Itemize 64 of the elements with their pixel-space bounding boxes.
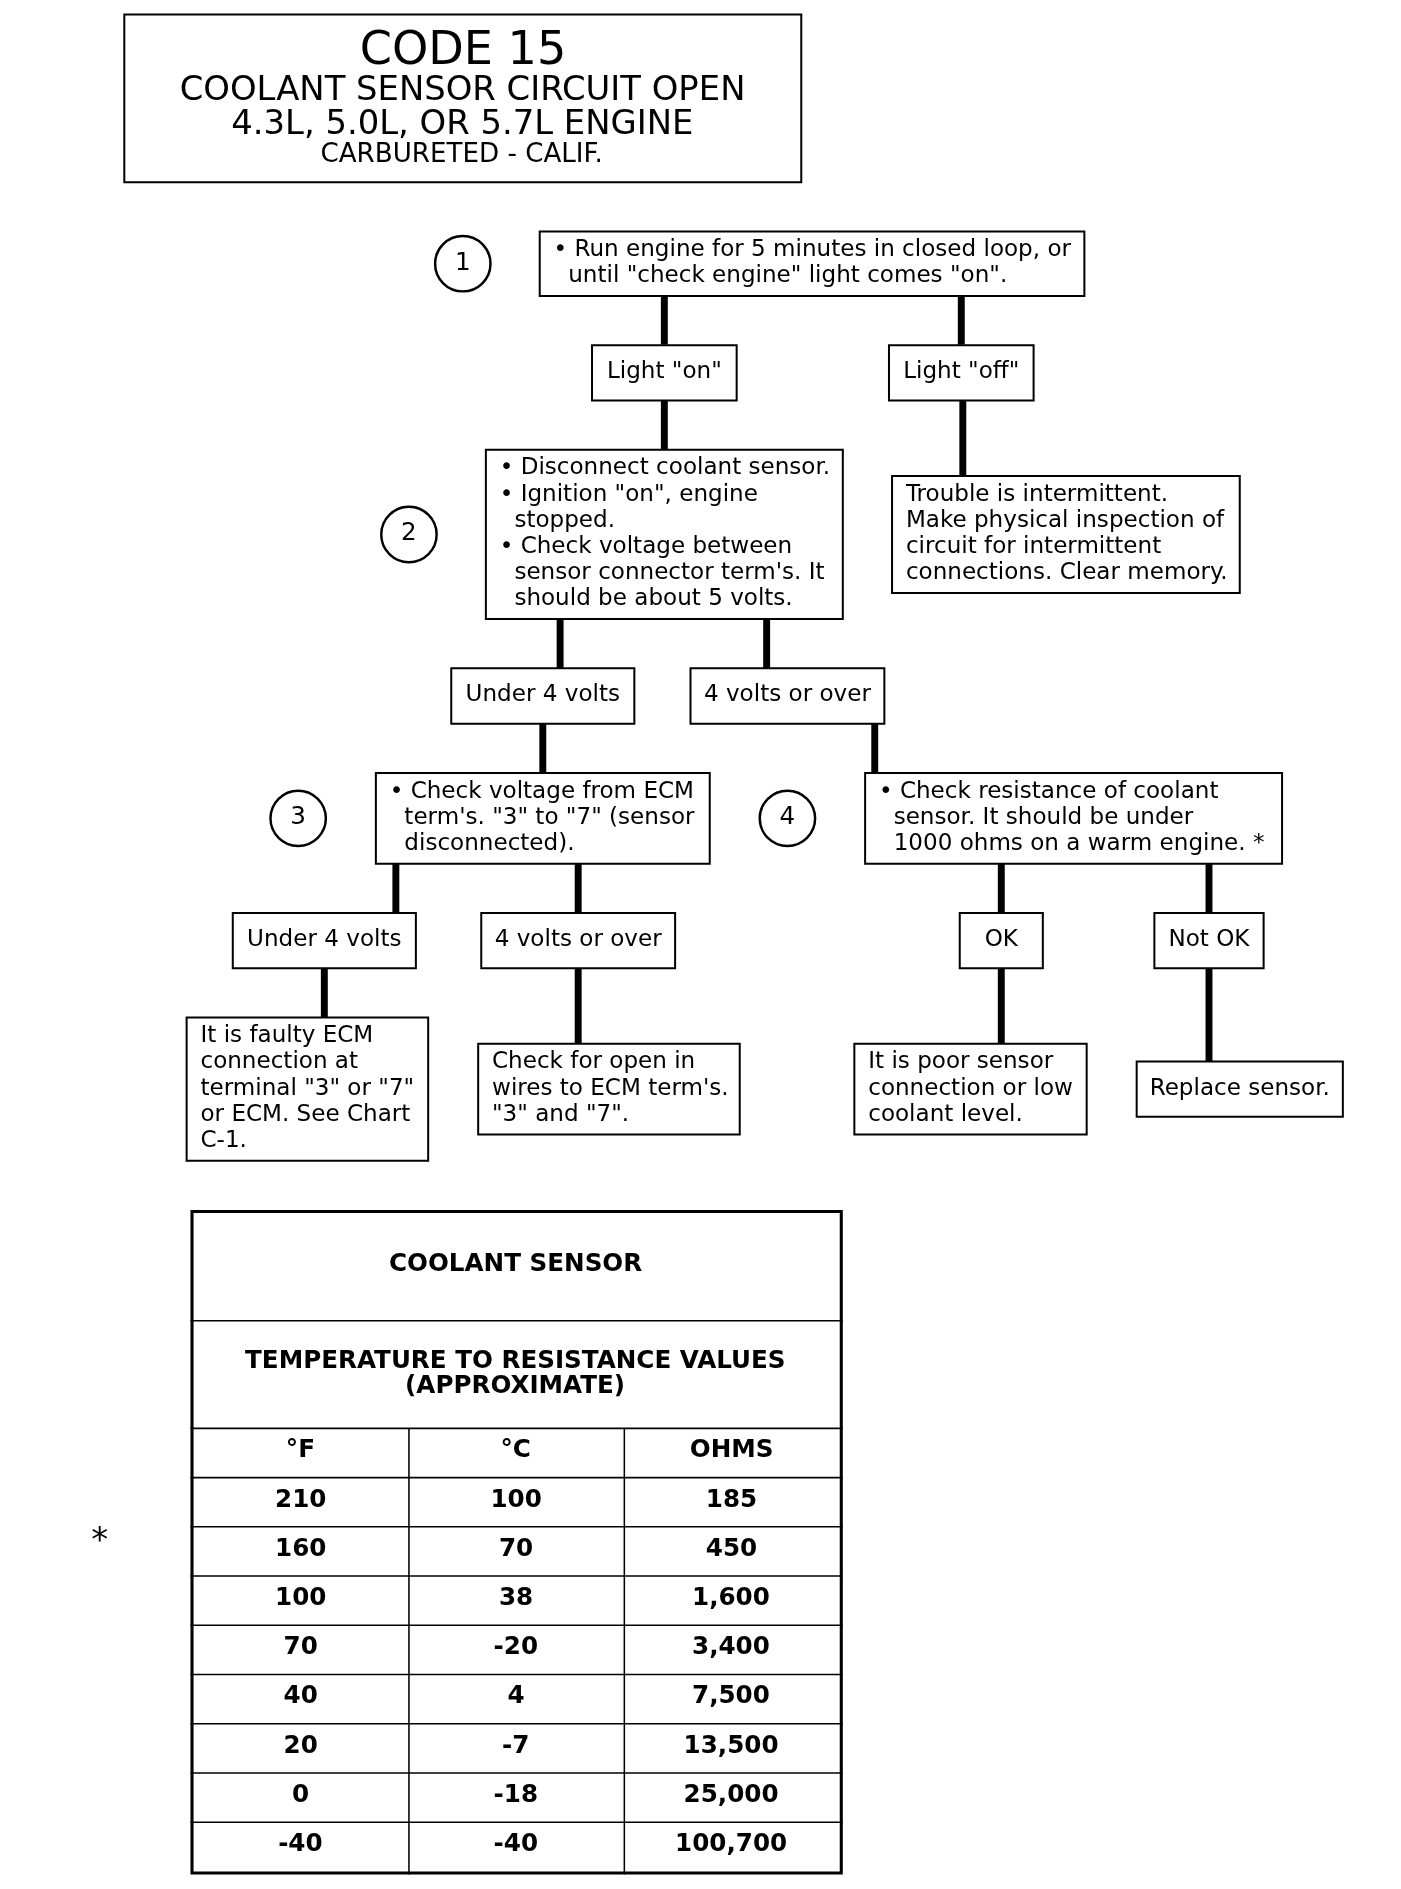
label: 185 [705,1483,758,1513]
connector [871,723,879,773]
connector [997,968,1005,1044]
node-box: CODE 15 COOLANT SENSOR CIRCUIT OPEN 4.3L, 5.0L, OR 5.7L ENGINE CARBURETED - CALIF. [123,13,803,184]
label: -7 [502,1729,530,1759]
label: 3,400 [692,1631,770,1661]
node-box: Light "off" [887,344,1035,402]
connector [539,723,547,773]
label: 7,500 [692,1680,770,1710]
connector [574,968,582,1044]
node-circle: 2 [380,505,438,564]
label: 25,000 [683,1778,779,1808]
node-box: • Check voltage from ECM term's. "3" to "7" (sensor disconnected). [374,771,711,865]
label: -40 [493,1828,539,1858]
label: 0 [292,1778,310,1808]
connector [997,863,1005,913]
label: 70 [283,1631,318,1661]
connector [1205,968,1213,1062]
label: 100 [275,1582,327,1611]
label: COOLANT SENSOR [388,1248,643,1278]
node-box: 4 volts or over [480,911,677,970]
node-box: • Check resistance of coolant sensor. It should be under 1000 ohms on a warm engine. * [864,771,1284,865]
label: 160 [275,1532,327,1562]
label: °C [500,1434,531,1464]
connector [763,619,771,669]
node-box: It is poor sensor connection or low coolant level. [853,1042,1088,1136]
node-box: Not OK [1153,911,1265,970]
label: * [91,1519,109,1559]
node-circle: 3 [269,789,328,848]
connector [1205,863,1213,913]
node-circle: 4 [758,789,817,848]
connector [574,863,582,913]
node-box: • Disconnect coolant sensor. • Ignition "on", engine stopped. • Check voltage between sensor connector term's. It should be about 5 volts. [484,448,844,621]
label: 450 [705,1532,758,1562]
label: 100 [490,1483,542,1513]
node-box: Under 4 volts [231,911,417,970]
connector [392,863,400,913]
node-box: Replace sensor. [1135,1060,1344,1118]
label: 100,700 [675,1828,788,1858]
node-box: It is faulty ECM connection at terminal "3" or "7" or ECM. See Chart C-1. [185,1016,430,1162]
node-circle: 1 [433,234,492,293]
label: 1,600 [692,1582,770,1611]
label: OHMS [689,1434,774,1464]
node-box: OK [958,911,1044,970]
label: 38 [498,1582,534,1611]
node-box: Light "on" [591,344,738,402]
label: 13,500 [683,1729,779,1759]
label: 4 [507,1680,525,1710]
node-box: Under 4 volts [450,667,636,725]
label: °F [285,1434,315,1464]
label: 70 [498,1532,534,1562]
label: 40 [283,1680,318,1710]
node-box: • Run engine for 5 minutes in closed loop, or until "check engine" light comes "on". [538,230,1086,297]
label: 20 [283,1729,318,1759]
connector [320,968,328,1018]
node-box: Trouble is intermittent. Make physical inspection of circuit for intermittent connections. Clear memory. [891,475,1241,594]
label: TEMPERATURE TO RESISTANCE VALUES (APPROXIMATE) [245,1345,786,1399]
node-box: 4 volts or over [689,667,886,725]
label: -40 [278,1828,323,1858]
connector [556,619,564,669]
node-box: Check for open in wires to ECM term's. "3" and "7". [477,1042,741,1136]
label: 210 [275,1483,327,1513]
label: -20 [493,1631,539,1661]
label: -18 [493,1778,539,1808]
